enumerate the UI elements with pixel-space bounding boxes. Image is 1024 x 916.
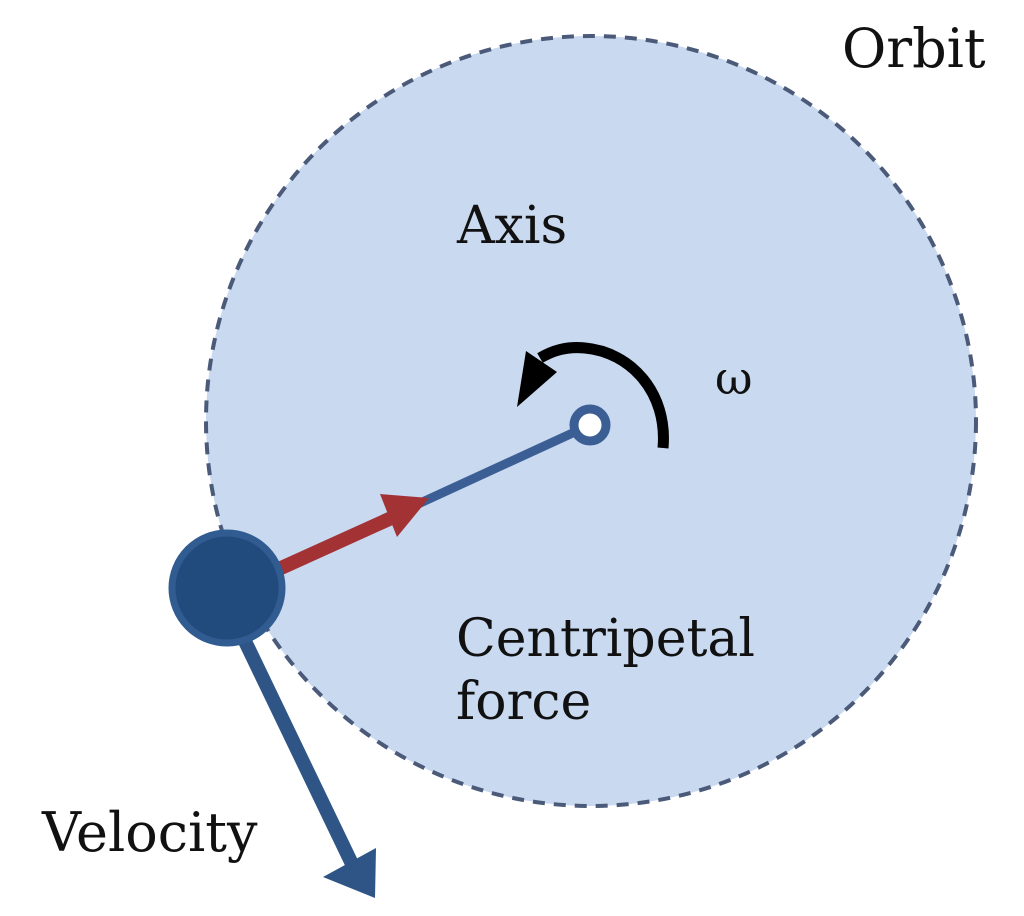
velocity-arrow bbox=[223, 606, 360, 870]
velocity-arrowhead bbox=[323, 848, 376, 898]
centripetal-force-arrowhead bbox=[380, 494, 429, 537]
omega-label: ω bbox=[715, 351, 753, 405]
velocity-label: Velocity bbox=[42, 801, 258, 864]
centripetal-force-arrow bbox=[267, 508, 401, 580]
axis-label: Axis bbox=[457, 196, 568, 256]
rotation-arrow bbox=[537, 342, 669, 449]
mass-body bbox=[168, 529, 286, 647]
centripetal-force-label: Centripetal force bbox=[456, 609, 756, 733]
rotation-arrowhead-icon bbox=[517, 351, 557, 407]
axis-marker bbox=[569, 404, 611, 446]
orbit-label: Orbit bbox=[842, 17, 986, 80]
